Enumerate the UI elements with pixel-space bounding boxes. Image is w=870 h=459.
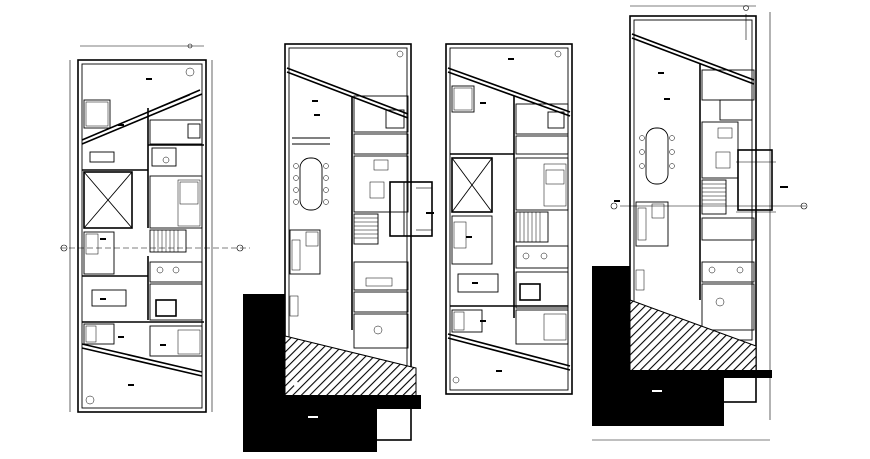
- floor-plan-3: [445, 43, 573, 395]
- staircase: [515, 211, 549, 243]
- dimension-lines: [60, 43, 250, 412]
- staircase: [353, 213, 379, 245]
- floor-plan-1: [60, 43, 250, 413]
- staircase: [701, 179, 727, 215]
- floor-plan-4: [592, 5, 808, 441]
- staircase: [149, 229, 187, 253]
- floor-plan-2: [243, 43, 434, 452]
